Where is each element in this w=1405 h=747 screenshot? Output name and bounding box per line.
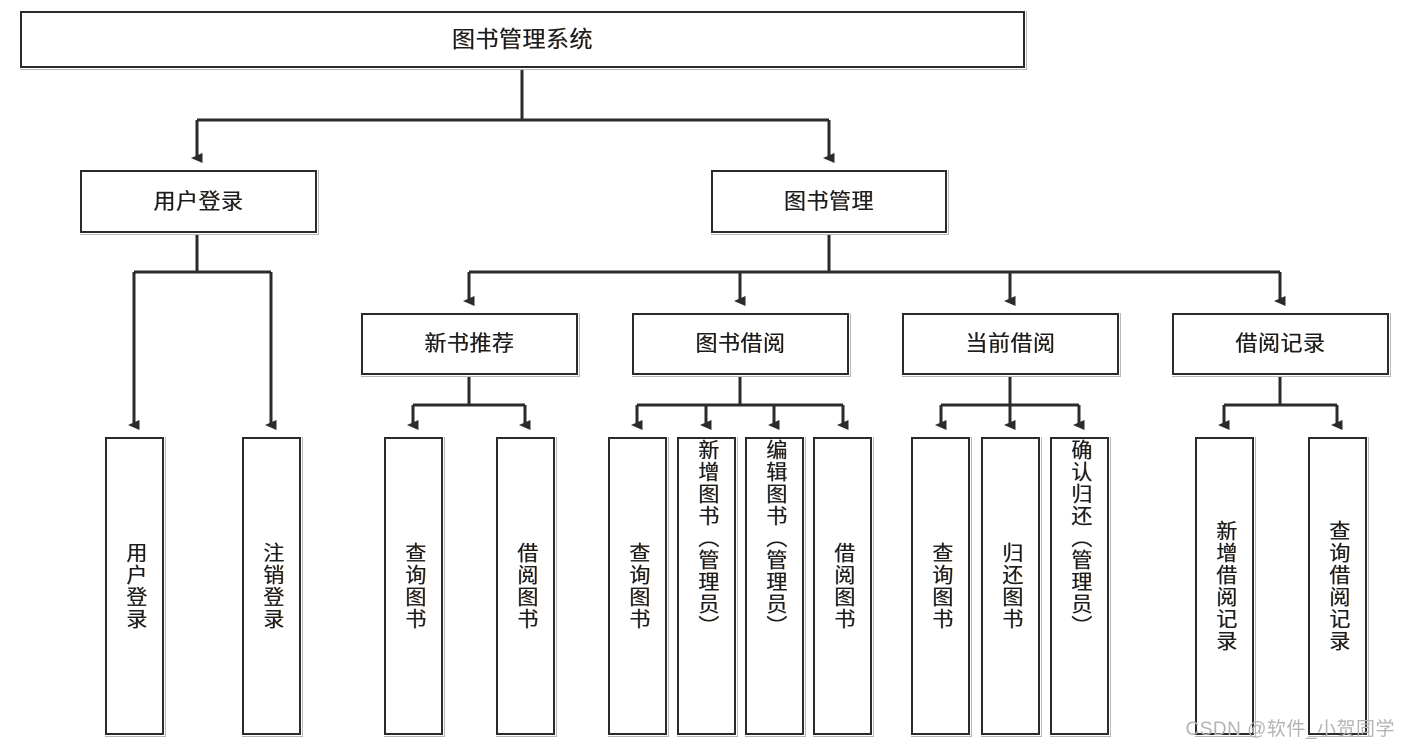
node-leaf-edit-book-admin[interactable]: 编辑图书（管理员） <box>745 437 804 735</box>
node-root-system[interactable]: 图书管理系统 <box>20 11 1025 68</box>
node-borrow-record[interactable]: 借阅记录 <box>1172 313 1389 375</box>
node-leaf-confirm-return-admin[interactable]: 确认归还（管理员） <box>1050 437 1109 735</box>
node-label: 查询图书 <box>929 542 953 630</box>
node-label: 图书借阅 <box>695 331 786 357</box>
node-label: 注销登录 <box>260 542 284 630</box>
node-leaf-query-book-current[interactable]: 查询图书 <box>911 437 970 735</box>
node-leaf-query-book-recommend[interactable]: 查询图书 <box>384 437 443 735</box>
node-leaf-query-borrow-record[interactable]: 查询借阅记录 <box>1308 437 1367 735</box>
node-leaf-return-book[interactable]: 归还图书 <box>981 437 1040 735</box>
node-label: 借阅图书 <box>831 542 855 630</box>
node-label: 用户登录 <box>153 188 244 214</box>
node-label: 查询借阅记录 <box>1326 520 1350 652</box>
node-leaf-borrow-book[interactable]: 借阅图书 <box>813 437 872 735</box>
node-leaf-user-login[interactable]: 用户登录 <box>105 437 164 735</box>
node-label: 新增借阅记录 <box>1213 520 1237 652</box>
node-label: 新增图书（管理员） <box>695 439 719 637</box>
node-leaf-add-book-admin[interactable]: 新增图书（管理员） <box>677 437 736 735</box>
node-user-login[interactable]: 用户登录 <box>80 170 317 233</box>
node-label: 查询图书 <box>402 542 426 630</box>
node-book-management[interactable]: 图书管理 <box>711 170 947 233</box>
node-leaf-borrow-book-recommend[interactable]: 借阅图书 <box>496 437 555 735</box>
node-new-book-recommend[interactable]: 新书推荐 <box>361 313 578 375</box>
node-book-borrow[interactable]: 图书借阅 <box>632 313 849 375</box>
node-label: 当前借阅 <box>965 331 1056 357</box>
node-leaf-query-book-borrow[interactable]: 查询图书 <box>608 437 667 735</box>
node-label: 归还图书 <box>999 542 1023 630</box>
node-label: 图书管理 <box>783 188 874 214</box>
watermark-text: CSDN @软件_小贺同学 <box>1185 719 1395 740</box>
node-label: 确认归还（管理员） <box>1068 439 1092 637</box>
node-label: 图书管理系统 <box>452 26 593 53</box>
node-leaf-add-borrow-record[interactable]: 新增借阅记录 <box>1195 437 1254 735</box>
node-label: 新书推荐 <box>424 331 515 357</box>
node-label: 用户登录 <box>123 542 147 630</box>
node-label: 编辑图书（管理员） <box>763 439 787 637</box>
node-label: 借阅记录 <box>1235 331 1326 357</box>
node-current-borrow[interactable]: 当前借阅 <box>902 313 1119 375</box>
node-leaf-user-logout[interactable]: 注销登录 <box>242 437 301 735</box>
node-label: 查询图书 <box>626 542 650 630</box>
node-label: 借阅图书 <box>514 542 538 630</box>
